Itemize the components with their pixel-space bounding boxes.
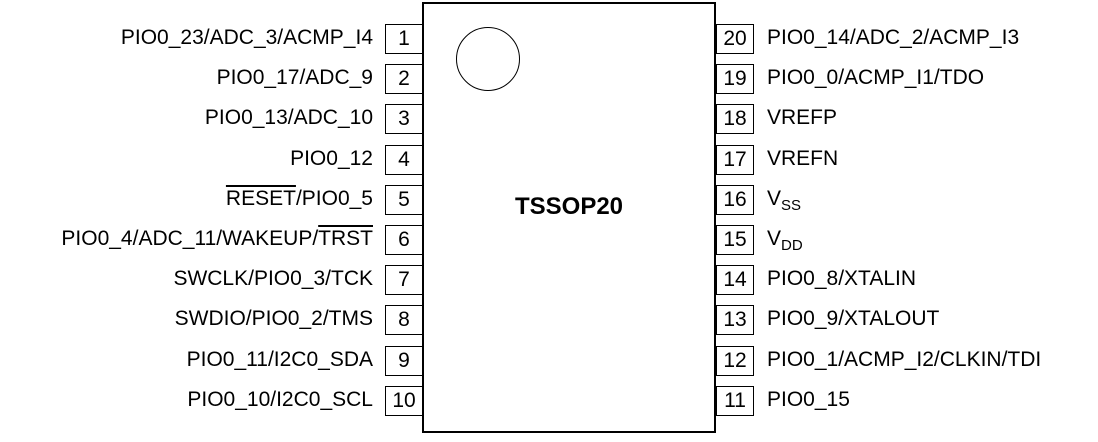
pin-label-part: VREFN: [767, 146, 839, 170]
pin-label-part: SWCLK/PIO0_3/TCK: [173, 267, 373, 291]
pin-number-17: 17: [716, 144, 754, 175]
pin-label-part: PIO0_0/ACMP_I1/TDO: [767, 66, 985, 90]
pin-label-part: DD: [781, 237, 803, 254]
pin-label-18: VREFP: [767, 105, 837, 131]
pin-label-19: PIO0_0/ACMP_I1/TDO: [767, 65, 984, 91]
pin-number-19: 19: [716, 64, 754, 95]
pin-number-6: 6: [385, 225, 423, 255]
pin-label-14: PIO0_8/XTALIN: [767, 266, 916, 292]
pin-number-15: 15: [716, 225, 754, 255]
pin-label-1: PIO0_23/ADC_3/ACMP_I4: [121, 25, 373, 51]
pin-label-part: /PIO0_5: [295, 186, 373, 210]
pin-number-12: 12: [716, 345, 754, 376]
pin-number-20: 20: [716, 24, 754, 54]
pin-label-3: PIO0_13/ADC_10: [205, 105, 373, 131]
pin-label-17: VREFN: [767, 146, 838, 172]
pin-label-part: SS: [781, 196, 802, 214]
pin-number-9: 9: [385, 345, 423, 376]
pin-label-part: PIO0_1/ACMP_I2/CLKIN/TDI: [767, 347, 1042, 371]
pin-label-11: PIO0_15: [767, 387, 850, 413]
pin1-marker-circle: [456, 27, 520, 91]
pin-number-4: 4: [385, 144, 423, 175]
pin-label-part: V: [767, 227, 782, 250]
pin-number-14: 14: [716, 265, 754, 296]
pin-label-16: VSS: [767, 186, 801, 219]
pin-label-part: PIO0_17/ADC_9: [216, 66, 373, 90]
pin-number-7: 7: [385, 265, 423, 296]
pin-label-part: PIO0_13/ADC_10: [204, 106, 373, 130]
pin-label-part: TRST: [318, 227, 373, 250]
pin-label-part: V: [767, 186, 782, 210]
package-name: TSSOP20: [514, 193, 624, 220]
pin-label-8: SWDIO/PIO0_2/TMS: [175, 306, 373, 332]
pin-label-12: PIO0_1/ACMP_I2/CLKIN/TDI: [767, 347, 1041, 373]
pin-label-2: PIO0_17/ADC_9: [217, 65, 373, 91]
pin-label-9: PIO0_11/I2C0_SDA: [187, 347, 373, 373]
pin-label-4: PIO0_12: [290, 146, 373, 172]
pin-number-10: 10: [385, 385, 423, 416]
pin-number-1: 1: [385, 24, 423, 54]
pin-label-7: SWCLK/PIO0_3/TCK: [173, 266, 373, 292]
pin-number-13: 13: [716, 305, 754, 336]
pin-label-part: PIO0_4/ADC_11/WAKEUP/: [61, 227, 319, 250]
pin-label-10: PIO0_10/I2C0_SCL: [187, 387, 373, 413]
pin-label-part: PIO0_11/I2C0_SDA: [186, 347, 373, 371]
pin-label-part: SWDIO/PIO0_2/TMS: [174, 307, 373, 331]
pin-label-13: PIO0_9/XTALOUT: [767, 306, 939, 332]
pin-label-part: PIO0_14/ADC_2/ACMP_I3: [767, 26, 1020, 49]
pin-label-5: RESET/PIO0_5: [226, 186, 373, 212]
pin-number-3: 3: [385, 104, 423, 135]
pin-number-2: 2: [385, 64, 423, 95]
pin-number-16: 16: [716, 184, 754, 215]
pin-number-8: 8: [385, 305, 423, 336]
pin-number-11: 11: [716, 385, 754, 416]
pin-number-18: 18: [716, 104, 754, 135]
pin-label-part: PIO0_10/I2C0_SCL: [187, 387, 373, 411]
pin-label-20: PIO0_14/ADC_2/ACMP_I3: [767, 25, 1019, 51]
pin-label-part: PIO0_9/XTALOUT: [767, 307, 940, 331]
pin-number-5: 5: [385, 184, 423, 215]
pin-label-part: RESET: [225, 186, 296, 210]
pin-label-part: PIO0_8/XTALIN: [767, 267, 917, 291]
ic-package-body: [422, 2, 716, 433]
pin-label-6: PIO0_4/ADC_11/WAKEUP/TRST: [61, 226, 373, 252]
pin-label-part: VREFP: [767, 106, 838, 130]
pin-label-part: PIO0_12: [290, 146, 373, 170]
pin-label-15: VDD: [767, 226, 803, 259]
pin-label-part: PIO0_15: [767, 387, 850, 411]
pin-label-part: PIO0_23/ADC_3/ACMP_I4: [120, 26, 373, 49]
